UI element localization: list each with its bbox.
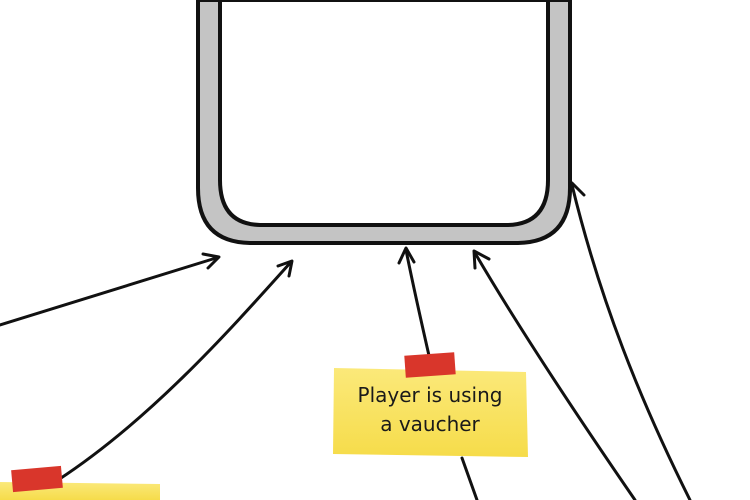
sticky-note-line-2: a vaucher — [380, 412, 480, 436]
sticky-note-voucher[interactable]: Player is using a vaucher — [333, 352, 528, 457]
arrow-center-tail — [460, 456, 479, 500]
arrow-left-upper — [0, 252, 221, 327]
sticky-note-tape — [404, 352, 456, 378]
arrows — [0, 181, 692, 500]
device-frame-screen — [218, 0, 550, 227]
arrow-right-inner — [472, 249, 637, 500]
device-frame[interactable] — [196, 0, 572, 245]
sticky-note-partial[interactable] — [0, 465, 160, 500]
sticky-note-partial-tape — [11, 465, 63, 493]
arrow-right-outer — [567, 181, 692, 500]
arrow-left-lower — [56, 259, 294, 482]
sticky-note-paper — [333, 368, 528, 457]
sticky-note-line-1: Player is using — [358, 383, 503, 407]
arrow-center — [397, 246, 432, 362]
